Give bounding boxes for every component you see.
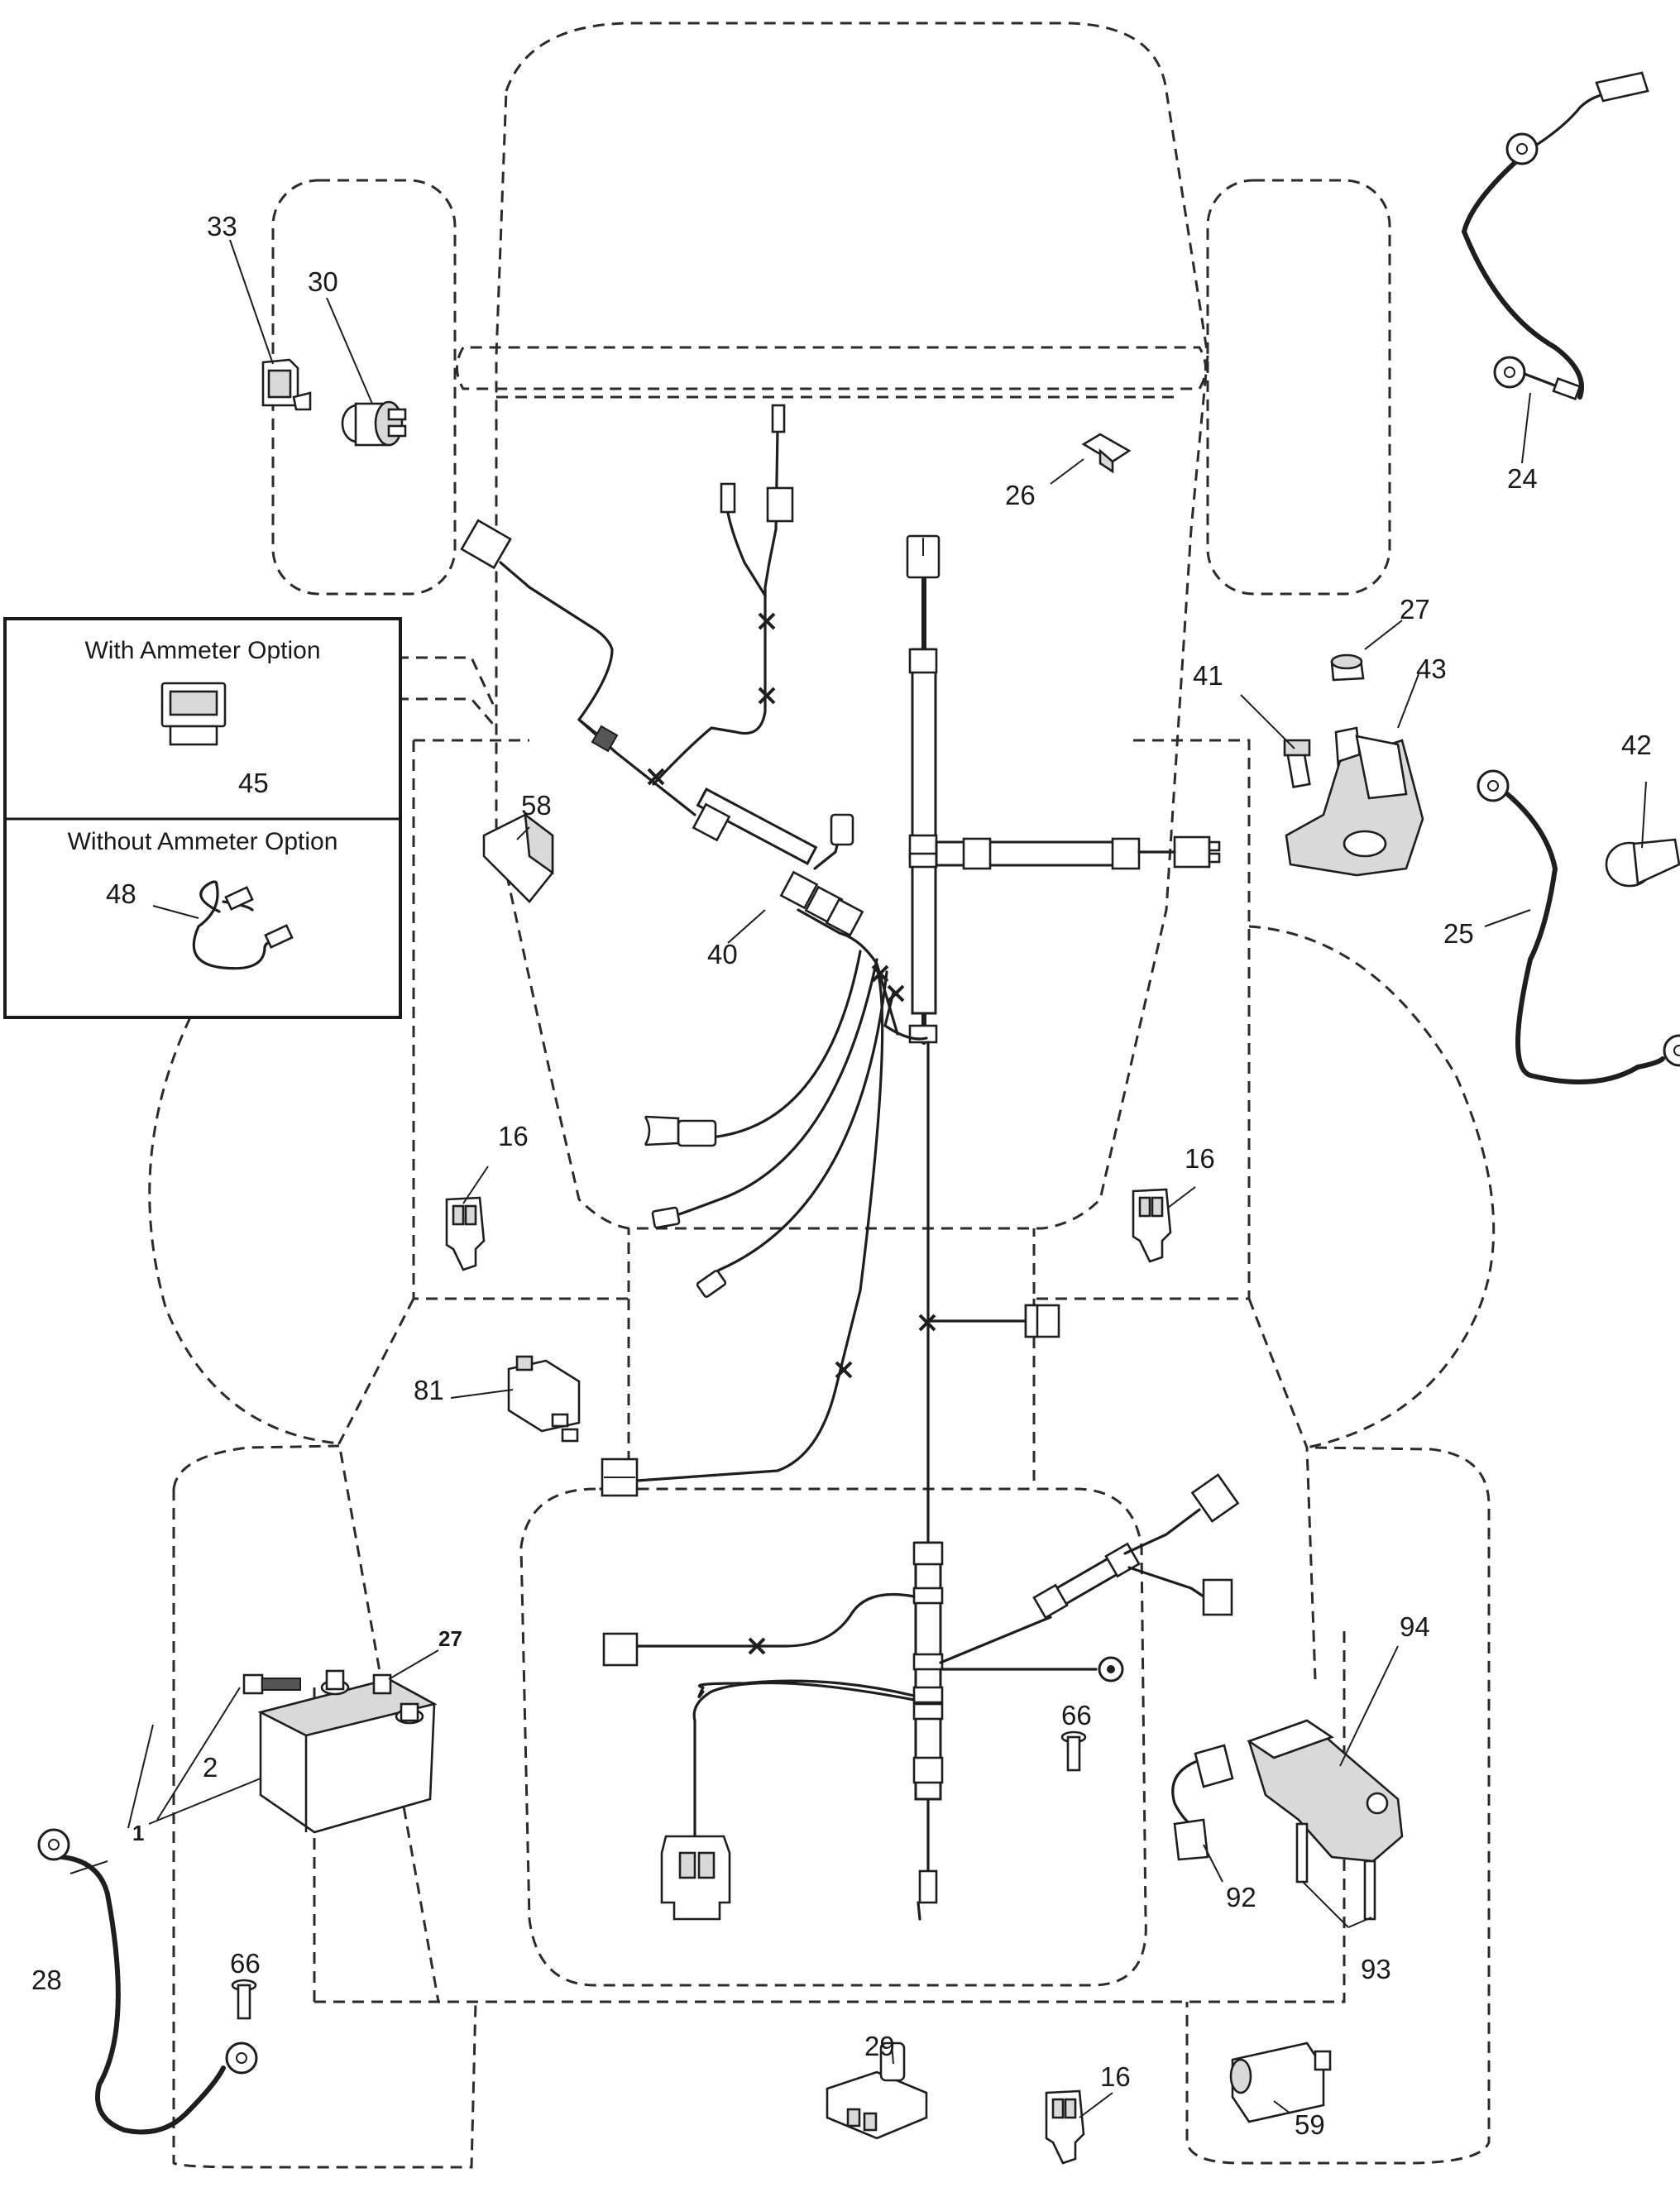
callout-labels: 33 30 26 24 27 41 43 42 25 58 40 45 48 1…: [31, 211, 1652, 2140]
callout-66-deck: 66: [1061, 1700, 1092, 1730]
callout-26: 26: [1005, 480, 1036, 510]
battery-icon: [242, 1669, 438, 1834]
negative-cable-icon: [37, 1828, 258, 2135]
screw-icon: [1060, 1730, 1087, 1772]
terminal-boot-icon: [1605, 838, 1680, 888]
callout-16-right: 16: [1185, 1143, 1215, 1174]
module-cover-icon: [482, 812, 554, 903]
callout-58: 58: [521, 790, 552, 821]
ground-cable-icon: [1461, 71, 1649, 400]
callout-29: 29: [864, 2031, 895, 2061]
callout-1: 1: [132, 1821, 144, 1845]
filter-icon: [1229, 2041, 1332, 2123]
interlock-switch-icon: [445, 1196, 486, 1271]
callout-33: 33: [207, 211, 237, 242]
interlock-switch-icon: [1132, 1188, 1172, 1263]
callout-28: 28: [31, 1965, 62, 1995]
callout-16-bottom: 16: [1100, 2061, 1131, 2092]
without-ammeter-title: Without Ammeter Option: [68, 828, 338, 855]
callout-2: 2: [203, 1752, 218, 1783]
relay-icon: [507, 1355, 581, 1443]
fuse-icon: [1081, 433, 1132, 474]
callout-42: 42: [1621, 730, 1652, 760]
callout-40: 40: [707, 939, 738, 969]
control-module-icon: [1171, 1719, 1404, 1921]
with-ammeter-title: With Ammeter Option: [84, 637, 320, 664]
callout-41: 41: [1193, 660, 1223, 691]
ignition-switch-icon: [341, 400, 407, 447]
callout-43: 43: [1416, 653, 1447, 684]
callout-30: 30: [308, 266, 338, 297]
ammeter-option-box: With Ammeter Option Without Ammeter Opti…: [3, 617, 402, 1019]
callout-leaders: [69, 239, 1647, 2118]
callout-24: 24: [1507, 463, 1538, 494]
callout-25: 25: [1443, 918, 1474, 949]
battery-cable-icon: [1477, 769, 1680, 1084]
ammeter-gauge-icon: [160, 682, 227, 746]
callout-48: 48: [106, 878, 136, 909]
callout-59: 59: [1295, 2109, 1325, 2140]
main-wire-harness: [460, 404, 1240, 1921]
screw-icon: [231, 1979, 257, 2020]
callout-27-battery: 27: [438, 1626, 462, 1651]
callout-45: 45: [238, 768, 269, 798]
callout-93: 93: [1361, 1954, 1391, 1984]
tractor-outline: [148, 22, 1496, 2169]
ignition-key-icon: [261, 358, 312, 411]
callout-92: 92: [1226, 1882, 1256, 1912]
solenoid-assembly-icon: [1283, 653, 1424, 877]
callout-81: 81: [414, 1375, 444, 1405]
callout-27-top: 27: [1400, 594, 1430, 625]
interlock-switch-icon: [1045, 2089, 1085, 2165]
jumper-wire-icon: [192, 880, 294, 970]
callout-16-left: 16: [498, 1121, 529, 1151]
callout-94: 94: [1400, 1611, 1430, 1642]
callout-66-left: 66: [230, 1948, 261, 1979]
